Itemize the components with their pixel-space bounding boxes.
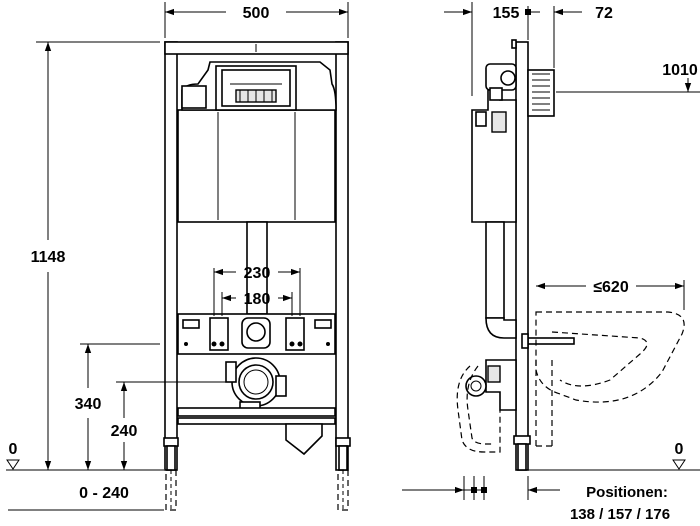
dim-500: 500 — [243, 5, 270, 22]
front-dimensions — [6, 2, 349, 511]
dim-155: 155 — [493, 5, 520, 22]
dim-240: 240 — [111, 423, 138, 440]
dim-zero-left: 0 — [9, 441, 18, 458]
dim-620: ≤620 — [593, 279, 629, 296]
dim-72: 72 — [595, 5, 613, 22]
dim-340: 340 — [75, 396, 102, 413]
ground-level-triangle-icon — [6, 459, 20, 470]
front-view — [163, 41, 351, 511]
dim-180: 180 — [244, 291, 271, 308]
dim-230: 230 — [244, 265, 271, 282]
positions-values: 138 / 157 / 176 — [570, 506, 670, 523]
dim-zero-right: 0 — [675, 441, 684, 458]
positions-label: Positionen: — [586, 484, 668, 501]
ground-level-triangle-icon — [672, 459, 686, 470]
dim-0-240: 0 - 240 — [79, 485, 129, 502]
side-view — [456, 39, 685, 471]
dim-1010: 1010 — [662, 62, 698, 79]
dimension-labels: 500 1148 230 180 340 240 0 0 - 240 155 7… — [9, 5, 698, 523]
dim-1148: 1148 — [31, 249, 66, 266]
side-dimensions — [402, 2, 700, 500]
